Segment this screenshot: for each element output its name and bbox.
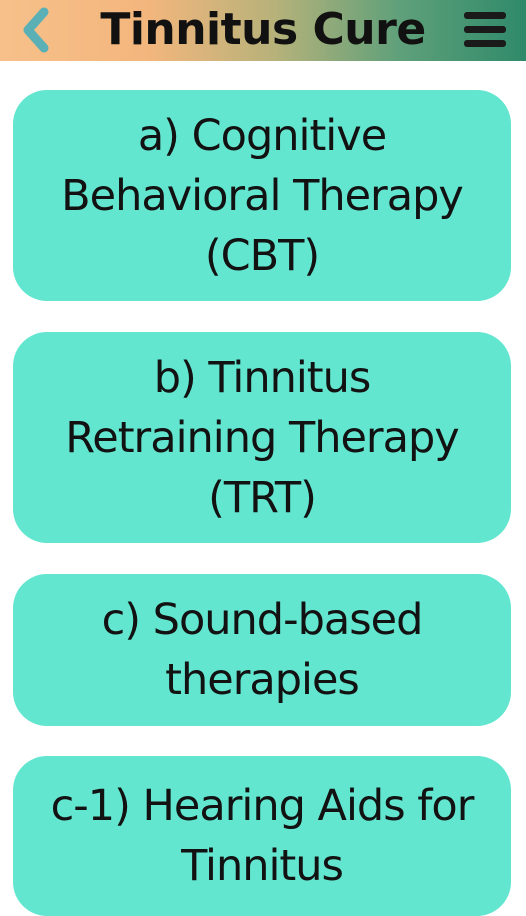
chevron-left-icon — [23, 7, 49, 53]
menu-button[interactable] — [462, 10, 508, 50]
app-header: Tinnitus Cure — [0, 0, 526, 61]
page-title: Tinnitus Cure — [100, 4, 426, 55]
back-button[interactable] — [14, 6, 62, 54]
